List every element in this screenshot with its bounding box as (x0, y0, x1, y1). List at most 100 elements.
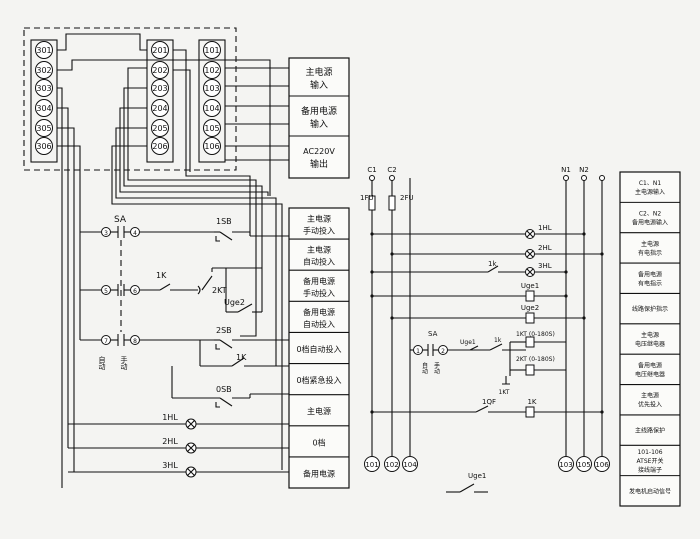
sa-contact-4: 4 (133, 230, 137, 237)
hl1-label: 1HL (538, 224, 552, 232)
function-box-7: 0档 (289, 425, 349, 447)
function-box-list: 主电源手动投入主电源自动投入备用电源手动投入备用电源自动投入0档自动投入0档紧急… (289, 214, 349, 478)
legend-item-4: 线路保护指示 (620, 292, 680, 313)
qf1-label: 1QF (482, 398, 496, 406)
column-100-frame (198, 39, 226, 163)
wires-sa-to-switches (80, 231, 214, 341)
right-terminal-label: 103 (559, 461, 572, 469)
col200-terminal-label: 205 (152, 124, 167, 133)
left-lamp-3HL: 3HL (68, 461, 289, 478)
sa-contact-3: 3 (104, 230, 108, 237)
left-lamp-label: 2HL (162, 437, 178, 446)
right-terminal-label: 102 (385, 461, 398, 469)
fuse-1fu: 1FU (360, 194, 376, 211)
branch-uge1: Uge1 (370, 282, 568, 302)
io-box-1-line1: 备用电源 (301, 105, 337, 117)
legend-line: 优先投入 (638, 401, 662, 409)
right-terminal-102: 102 (384, 456, 400, 472)
legend-item-10: 发电机启动信号 (620, 475, 680, 495)
io-box-2: AC220V 输出 (303, 147, 335, 170)
function-box-line1: 主电源 (307, 245, 331, 255)
column-200-frame (146, 39, 174, 163)
right-terminal-label: 101 (365, 461, 378, 469)
sa-contact-7-8: 7 8 (101, 334, 140, 346)
top-label-n2: N2 (579, 166, 589, 174)
col200-terminal-201: 201 (151, 41, 169, 59)
legend-line: 101-106 (637, 449, 662, 456)
legend-line: 接线端子 (638, 466, 662, 474)
io-box-1: 备用电源 输入 (301, 105, 337, 130)
col300-terminal-302: 302 (35, 61, 53, 79)
col100-terminal-106: 106 (203, 137, 221, 155)
top-label-c1: C1 (367, 166, 376, 174)
col100-terminal-104: 104 (203, 99, 221, 117)
function-box-4: 0档自动投入 (289, 331, 349, 354)
right-sa-manual: 手动 (433, 361, 440, 375)
uge1b-label: Uge1 (460, 339, 476, 346)
col100-terminal-101: 101 (203, 41, 221, 59)
right-sa-contact-2: 2 (441, 348, 445, 355)
fuse-2fu-label: 2FU (400, 194, 414, 202)
kt1-label: 1KT (0-180S) (516, 331, 555, 338)
legend-line: 备用电源 (638, 270, 662, 278)
right-terminal-label: 106 (595, 461, 609, 469)
col300-terminal-label: 304 (36, 104, 51, 113)
function-box-6: 主电源 (289, 394, 349, 416)
col100-terminal-103: 103 (203, 79, 221, 97)
function-box-line1: 0档自动投入 (296, 344, 341, 354)
col200-terminal-203: 203 (151, 79, 169, 97)
legend-line: C2、N2 (639, 211, 661, 218)
legend-list: C1、N1主电源输入C2、N2备用电源输入主电源有电指示备用电源有电指示线路保护… (620, 180, 680, 495)
k1-contact (159, 283, 198, 291)
right-terminal-label: 105 (577, 461, 590, 469)
legend-item-8: 主线路保护 (620, 414, 680, 435)
legend-line: 主电源 (641, 240, 659, 248)
legend-line: C1、N1 (639, 180, 661, 187)
col300-terminal-label: 306 (36, 142, 51, 151)
function-box-line2: 手动投入 (303, 288, 335, 298)
right-terminal-105: 105 (576, 456, 592, 472)
legend-line: 主电源 (641, 331, 659, 339)
function-box-line2: 自动投入 (303, 257, 335, 267)
uge2-branch-label: Uge2 (521, 304, 539, 312)
sb0-label: 0SB (216, 385, 232, 394)
col300-terminal-306: 306 (35, 137, 53, 155)
right-terminal-106: 106 (594, 456, 610, 472)
terminal-enclosure (23, 27, 237, 171)
col100-terminal-label: 106 (204, 142, 219, 151)
legend-line: 有电指示 (638, 279, 662, 287)
hl3-label: 3HL (538, 262, 552, 270)
right-sa-auto: 自动 (421, 361, 428, 375)
col300-terminal-label: 303 (36, 84, 51, 93)
sb2-label: 2SB (216, 326, 232, 335)
legend-line: 线路保护指示 (632, 305, 668, 313)
right-terminal-101: 101 (364, 456, 380, 472)
legend-line: 发电机启动信号 (629, 487, 671, 495)
col200-terminal-label: 203 (152, 84, 167, 93)
function-box-8: 备用电源 (289, 456, 349, 478)
right-sa-label: SA (428, 330, 438, 338)
column-300-frame (30, 39, 58, 163)
legend-line: 备用电源输入 (632, 219, 668, 227)
col200-terminal-205: 205 (151, 119, 169, 137)
left-lamp-2HL: 2HL (68, 437, 289, 454)
wires-200 (111, 49, 283, 470)
io-box-0-line1: 主电源 (305, 66, 332, 78)
branch-1hl: 1HL (370, 224, 586, 239)
legend-line: 备用电源 (638, 361, 662, 369)
legend-frame (619, 171, 681, 507)
fuse-2fu: 2FU (388, 194, 414, 211)
uge2-label: Uge2 (224, 298, 245, 307)
wires-100-to-io (225, 67, 289, 161)
col200-terminal-label: 201 (152, 46, 167, 55)
uge1-bottom-contact (446, 483, 488, 493)
